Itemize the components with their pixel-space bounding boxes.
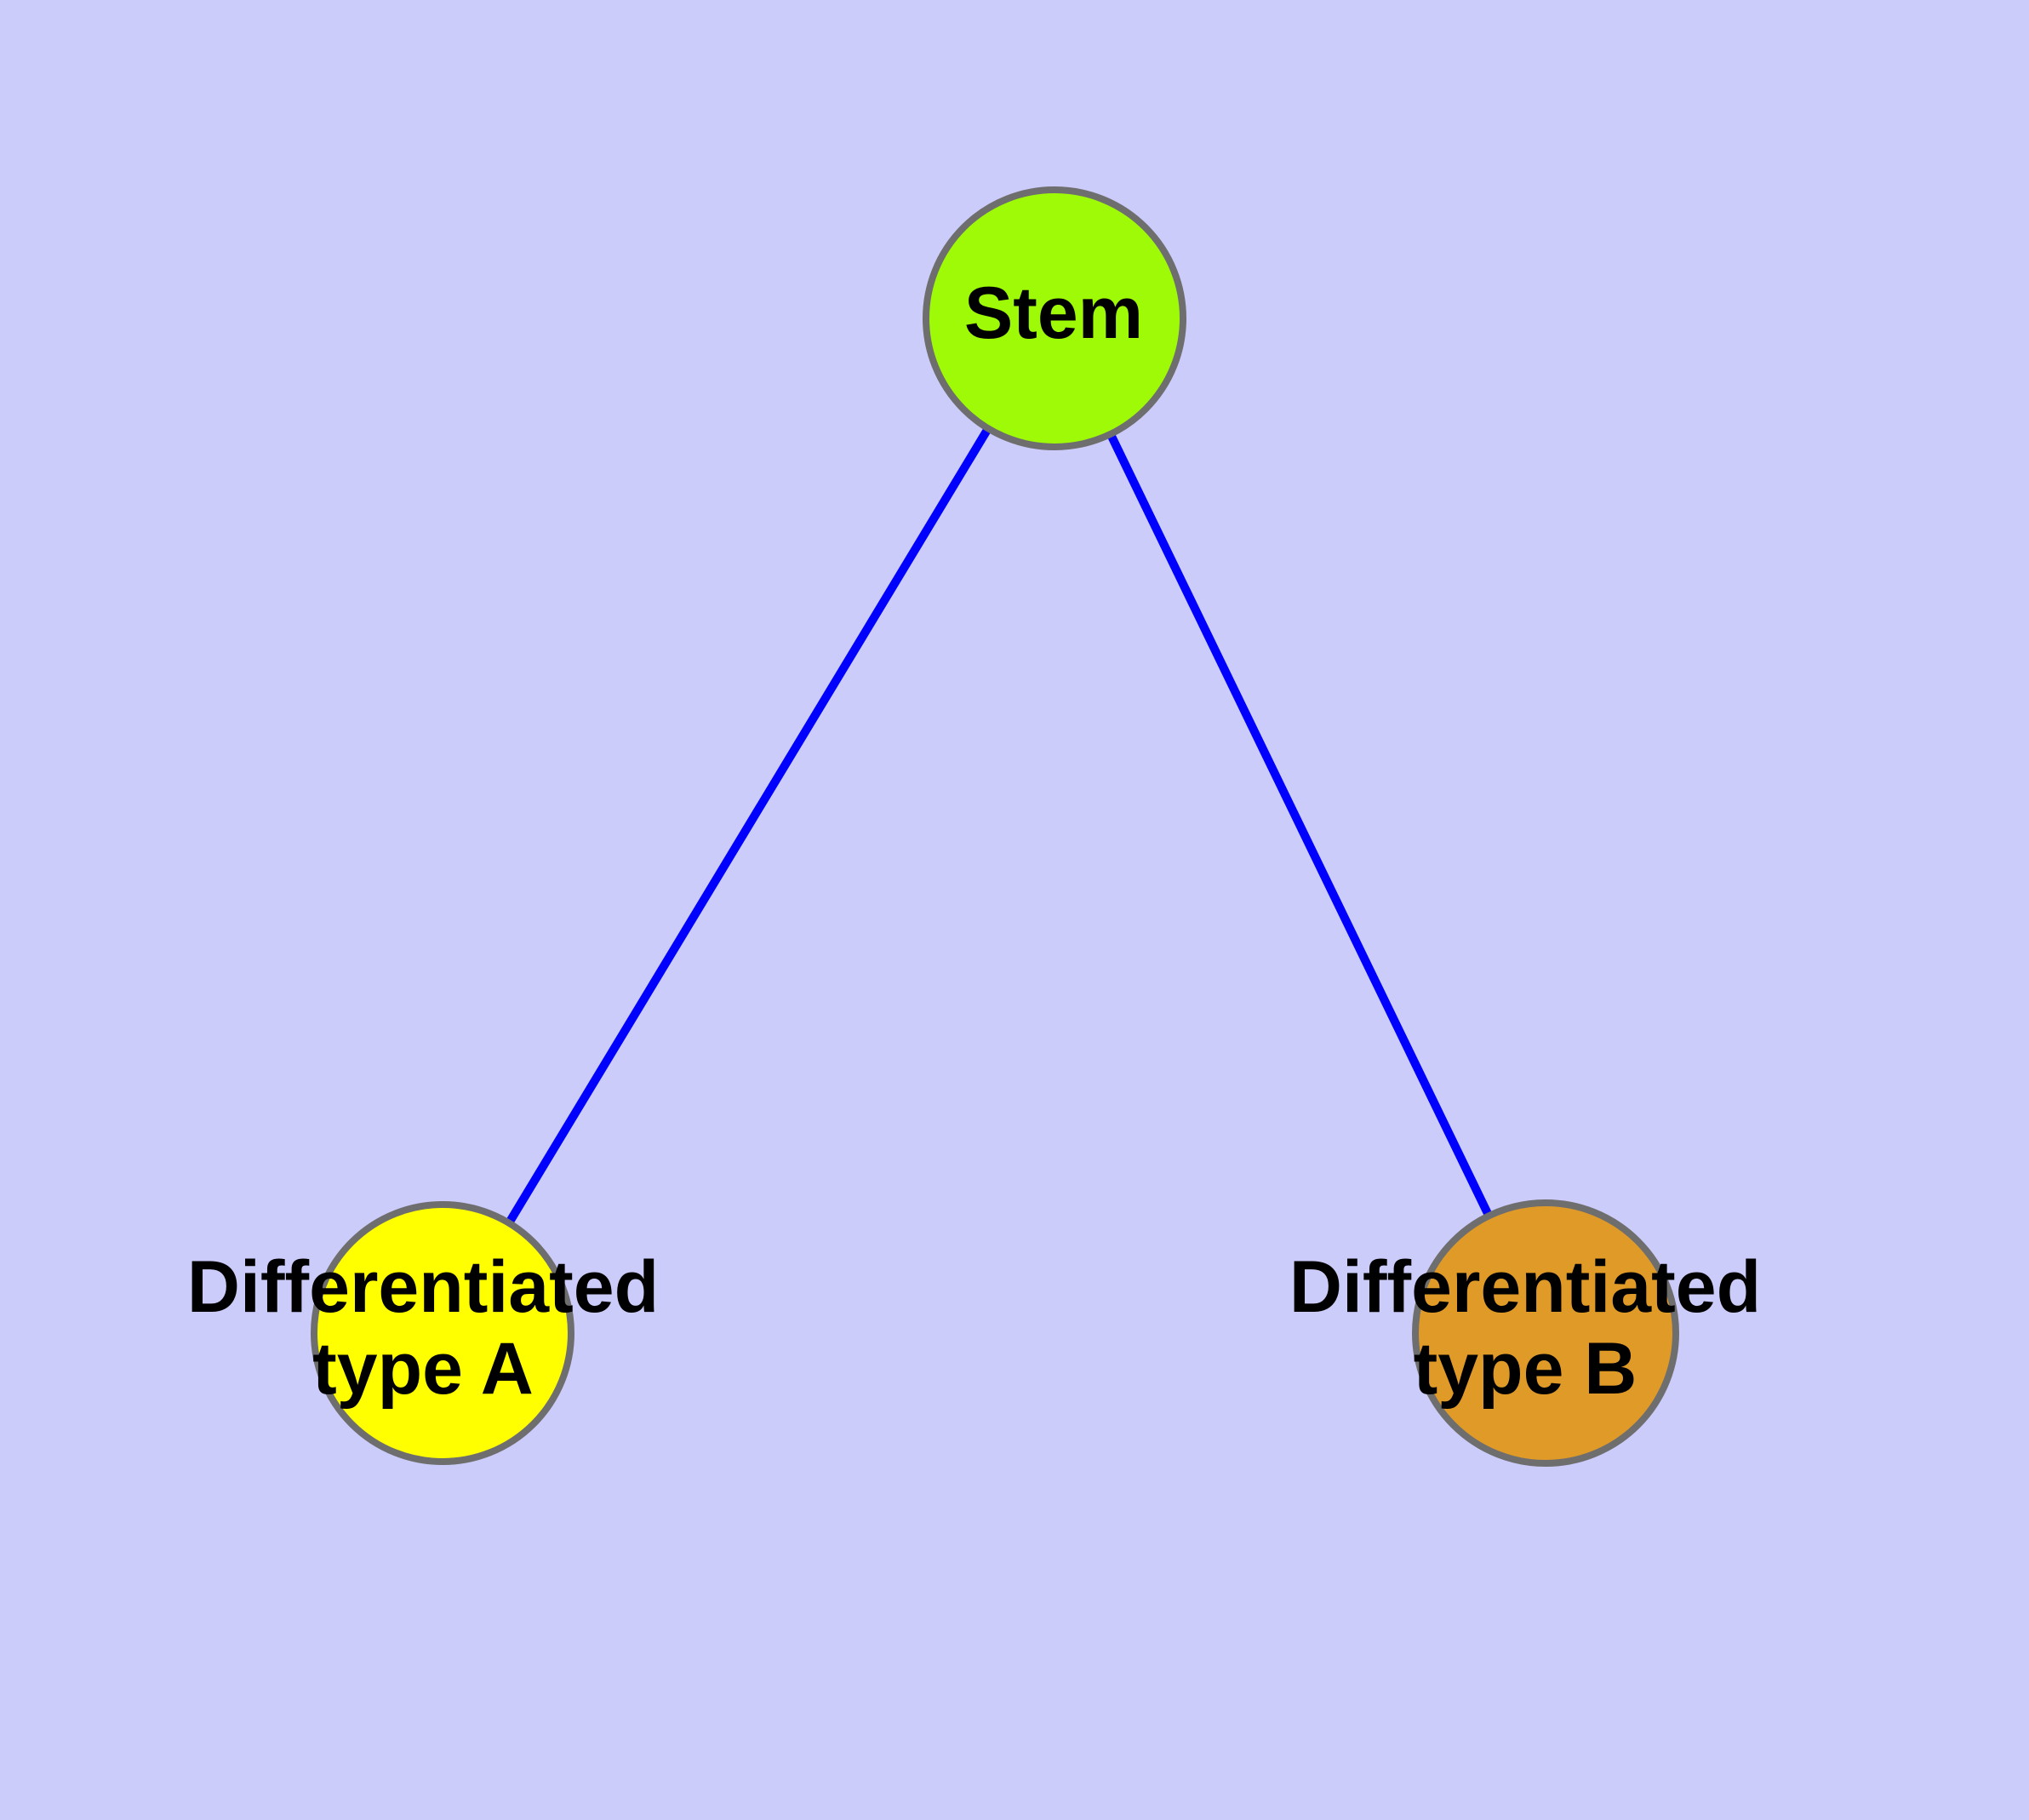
node-diff-b[interactable] (1412, 1199, 1679, 1467)
nodes-layer (311, 186, 1679, 1467)
edge-stem-to-diff-b[interactable] (1050, 316, 1550, 1336)
node-label-line: Differentiated (1289, 1246, 1761, 1328)
node-label-line: type B (1414, 1328, 1637, 1410)
edges-layer (438, 316, 1550, 1336)
edge-stem-to-diff-a[interactable] (438, 316, 1059, 1336)
node-label-line: Differentiated (187, 1246, 659, 1328)
node-diff-a[interactable] (311, 1201, 574, 1465)
node-label-line: Stem (964, 272, 1143, 354)
node-label-line: type A (312, 1328, 534, 1410)
node-stem[interactable] (923, 186, 1186, 450)
node-label-stem: Stem (964, 272, 1143, 354)
